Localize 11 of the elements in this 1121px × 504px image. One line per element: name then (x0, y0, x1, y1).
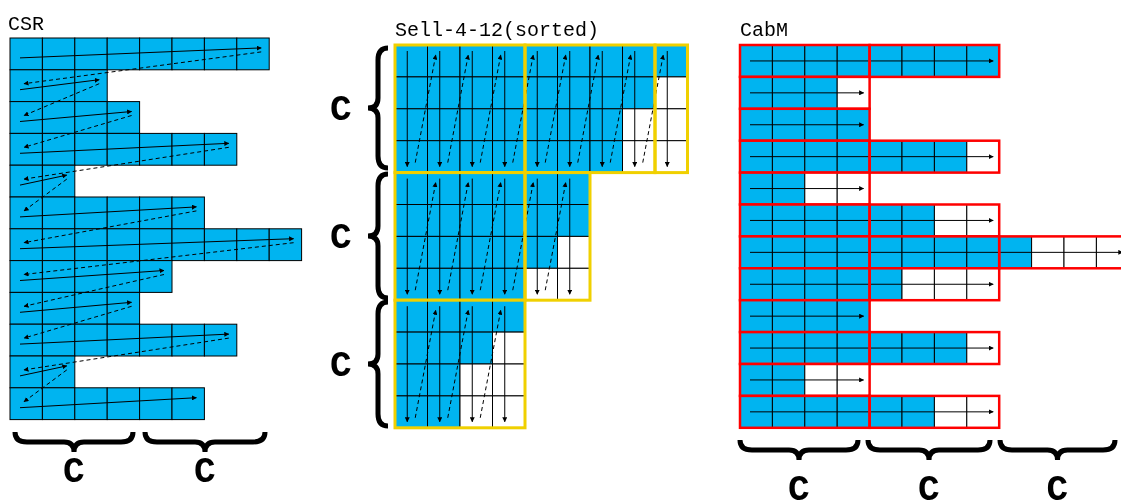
brace-label: C (918, 470, 940, 504)
panel-title: CabM (740, 19, 788, 42)
brace-label: C (63, 452, 85, 493)
panel-title: Sell-4-12(sorted) (395, 19, 600, 42)
brace-label: C (194, 452, 216, 493)
brace-label: C (330, 90, 352, 131)
brace-label: C (330, 346, 352, 387)
brace-label: C (1046, 470, 1069, 504)
panel-title: CSR (8, 13, 44, 36)
brace-label: C (788, 470, 810, 504)
brace-label: C (330, 218, 352, 259)
